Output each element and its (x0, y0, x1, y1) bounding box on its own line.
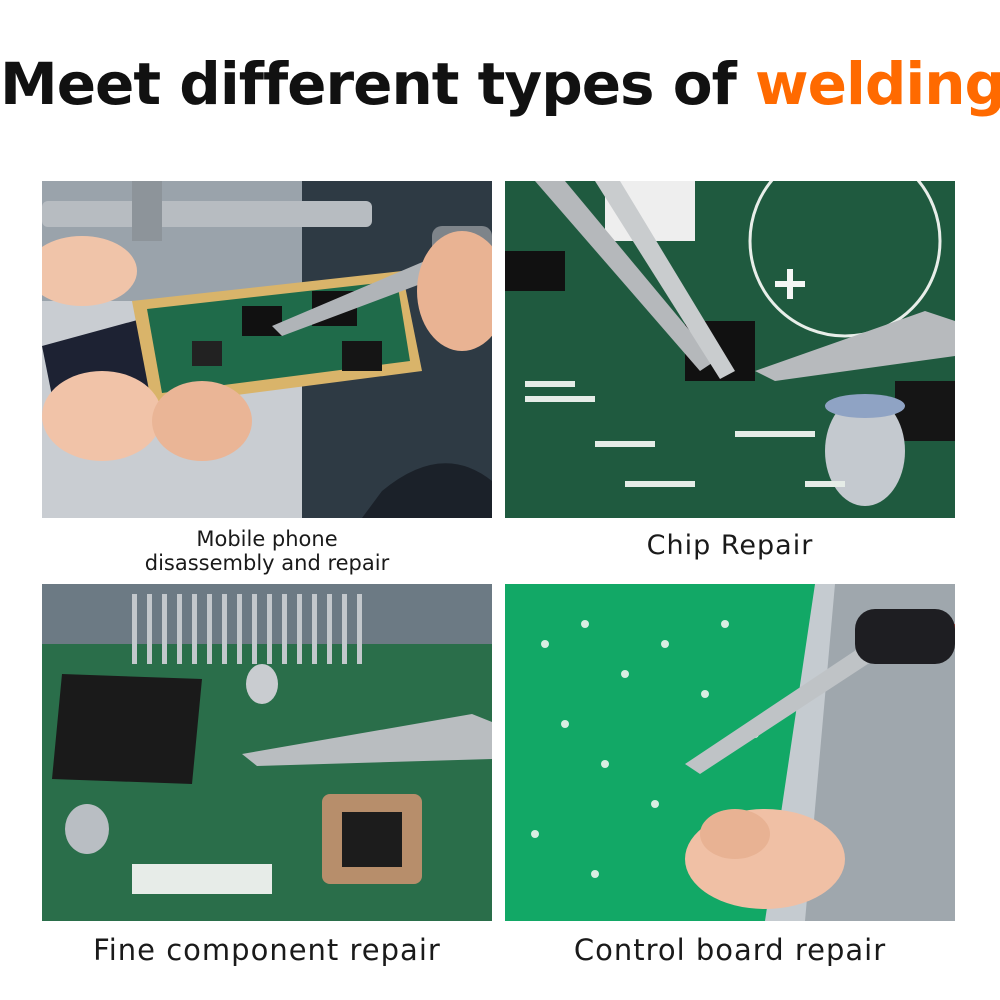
page-title: Meet different types of welding (0, 50, 1000, 118)
headline-main: Meet different types of (0, 50, 737, 118)
caption-line-1: Mobile phone (196, 527, 338, 551)
mobile-phone-repair-caption: Mobile phone disassembly and repair (42, 527, 492, 575)
headline-accent: welding (755, 50, 1000, 118)
fine-component-repair-caption: Fine component repair (93, 933, 441, 967)
mobile-phone-repair-photo (42, 181, 492, 518)
fine-component-repair-photo (42, 584, 492, 921)
caption-line-2: disassembly and repair (144, 551, 390, 575)
chip-repair-photo (505, 181, 955, 518)
chip-repair-caption: Chip Repair (646, 530, 814, 561)
control-board-repair-caption: Control board repair (573, 933, 887, 967)
control-board-repair-photo (505, 584, 955, 921)
